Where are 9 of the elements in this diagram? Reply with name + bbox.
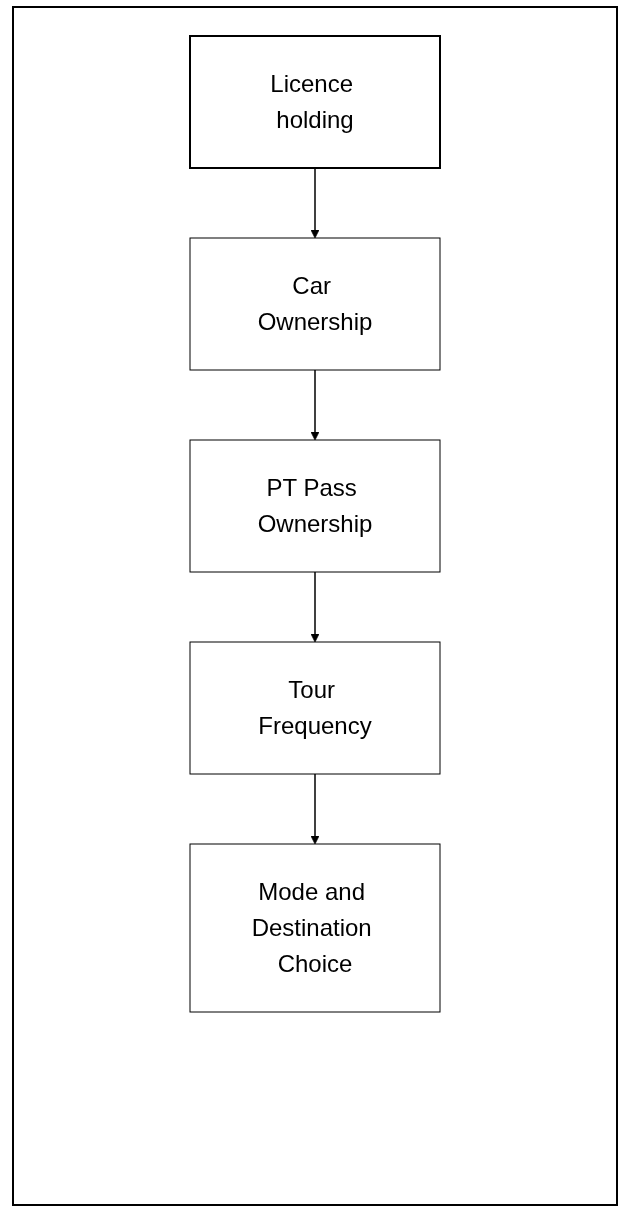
arrow <box>310 773 320 845</box>
arrow <box>310 369 320 441</box>
node-box: Mode and Destination Choice <box>189 843 441 1013</box>
arrow <box>310 571 320 643</box>
arrow <box>310 167 320 239</box>
node-box: PT Pass Ownership <box>189 439 441 573</box>
node-box: Tour Frequency <box>189 641 441 775</box>
node-box: Car Ownership <box>189 237 441 371</box>
node-box: Licence holding <box>189 35 441 169</box>
